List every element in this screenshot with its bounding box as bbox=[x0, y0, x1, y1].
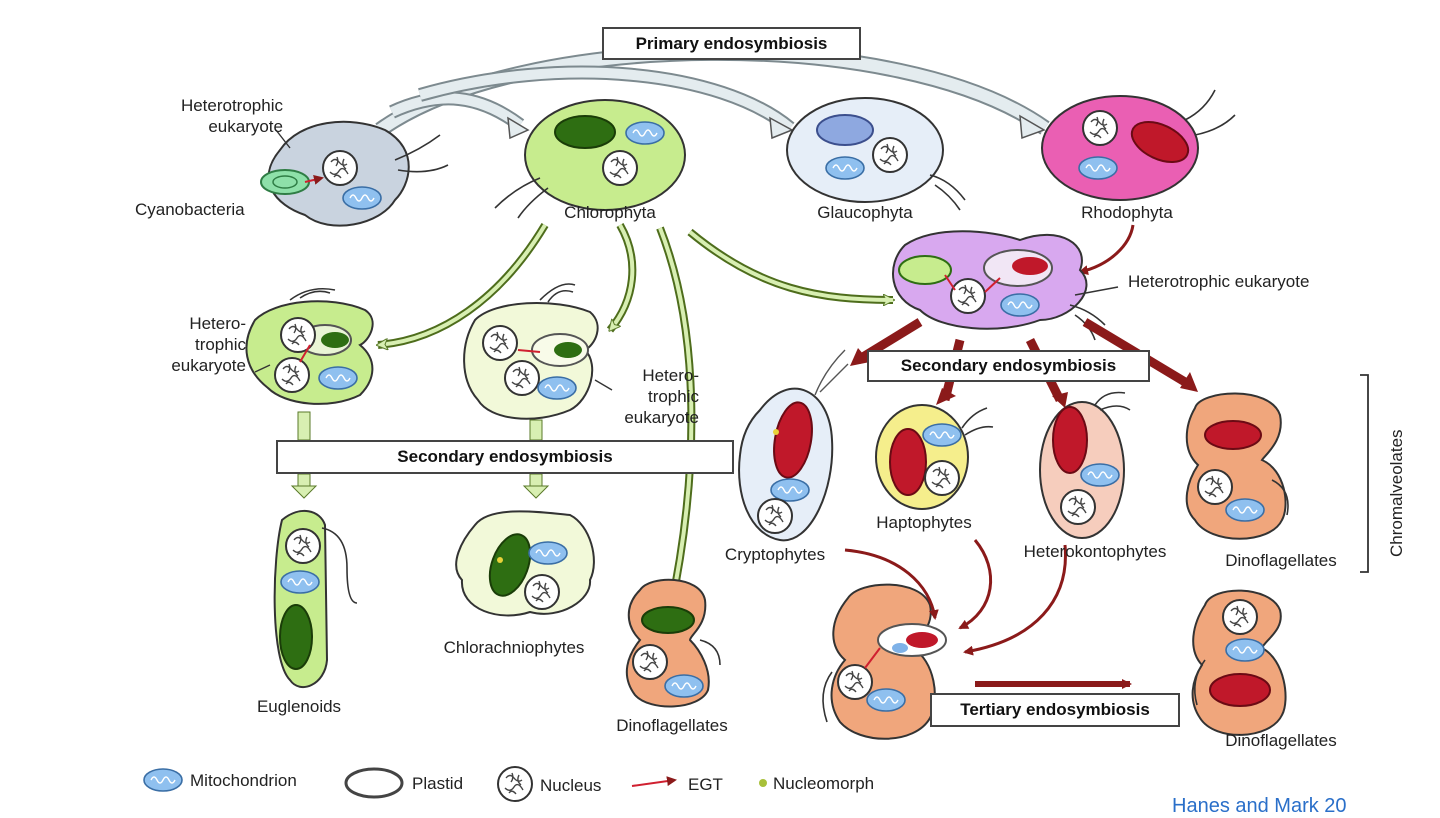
red-dinoflagellate-cell bbox=[1185, 392, 1289, 540]
legend-symbols bbox=[143, 766, 767, 802]
legend-nucleus-label: Nucleus bbox=[540, 776, 602, 795]
pointer-line bbox=[594, 379, 613, 391]
heterokontophyte-cell bbox=[1039, 391, 1131, 539]
secondary-endosymbiosis-header-left: Secondary endosymbiosis bbox=[276, 440, 734, 474]
pointer-line bbox=[275, 129, 291, 149]
primary-endosymbiosis-header: Primary endosymbiosis bbox=[602, 27, 861, 60]
dinoflagellates-tertiary-label: Dinoflagellates bbox=[1225, 731, 1337, 750]
cryptophytes-label: Cryptophytes bbox=[724, 545, 826, 564]
pointer-line bbox=[254, 364, 271, 373]
rhodophyta-label: Rhodophyta bbox=[1081, 203, 1173, 222]
pointer-line bbox=[1074, 286, 1119, 296]
chlorophyta-label: Chlorophyta bbox=[564, 203, 656, 222]
legend-plastid-label: Plastid bbox=[412, 774, 464, 793]
left-down-arrows bbox=[290, 411, 550, 499]
tertiary-endosymbiosis-header: Tertiary endosymbiosis bbox=[930, 693, 1180, 727]
chlorophyta-cell bbox=[494, 99, 686, 219]
chlorophyta-secondary-arrows bbox=[378, 222, 696, 612]
tertiary-source-arrows bbox=[844, 539, 1067, 656]
haptophyte-cell bbox=[875, 404, 994, 510]
cryptophyte-cell bbox=[738, 349, 849, 542]
haptophytes-label: Haptophytes bbox=[876, 513, 972, 532]
lavender-heterotroph-cell bbox=[892, 230, 1106, 341]
green-dinoflagellate-cell bbox=[625, 578, 721, 708]
mitochondrion-icon bbox=[143, 768, 183, 792]
heterotrophic-eukaryote-label-mid: Hetero- trophic eukaryote bbox=[624, 366, 699, 427]
rhodophyta-arrow bbox=[1078, 224, 1135, 276]
heterotrophic-eukaryote-label-right: Heterotrophic eukaryote bbox=[1128, 272, 1310, 291]
nucleomorph-icon bbox=[759, 779, 767, 787]
legend-mitochondrion-label: Mitochondrion bbox=[190, 771, 297, 790]
euglenoid-cell bbox=[273, 510, 358, 689]
dinoflagellates-green-label: Dinoflagellates bbox=[616, 716, 728, 735]
egt-arrow-icon bbox=[631, 776, 677, 787]
glaucophyta-label: Glaucophyta bbox=[817, 203, 913, 222]
tertiary-host-cell bbox=[822, 583, 947, 740]
citation-text: Hanes and Mark 20 bbox=[1172, 795, 1347, 817]
legend-egt-label: EGT bbox=[688, 775, 723, 794]
primary-arrows bbox=[375, 44, 1050, 140]
heterotrophic-eukaryote-label-top: Heterotrophic eukaryote bbox=[180, 96, 283, 136]
chlorarachniophyte-cell bbox=[455, 510, 595, 617]
heterotrophic-cyanobacteria-cell bbox=[260, 120, 449, 227]
secondary-endosymbiosis-header-right: Secondary endosymbiosis bbox=[867, 350, 1150, 382]
chromalveolates-label: Chromalveolates bbox=[1387, 429, 1406, 557]
cyanobacteria-label: Cyanobacteria bbox=[135, 200, 245, 219]
heterotrophic-eukaryote-label-left: Hetero- trophic eukaryote bbox=[171, 314, 246, 375]
plastid-icon bbox=[344, 767, 404, 799]
rhodophyta-cell bbox=[1041, 89, 1236, 201]
euglenoids-label: Euglenoids bbox=[256, 697, 342, 716]
heterokontophytes-label: Heterokontophytes bbox=[1023, 542, 1167, 561]
tertiary-dinoflagellate-cell bbox=[1191, 589, 1287, 736]
left-green-heterotroph-cell bbox=[245, 287, 374, 405]
glaucophyta-cell bbox=[786, 97, 966, 211]
legend-nucleomorph-label: Nucleomorph bbox=[773, 774, 875, 793]
dinoflagellates-red-label: Dinoflagellates bbox=[1225, 551, 1337, 570]
nucleus-icon bbox=[497, 766, 533, 802]
chromalveolates-bracket bbox=[1360, 374, 1369, 573]
middle-pale-heterotroph-cell bbox=[463, 283, 599, 420]
chlorarachniophytes-label: Chlorachniophytes bbox=[443, 638, 585, 657]
